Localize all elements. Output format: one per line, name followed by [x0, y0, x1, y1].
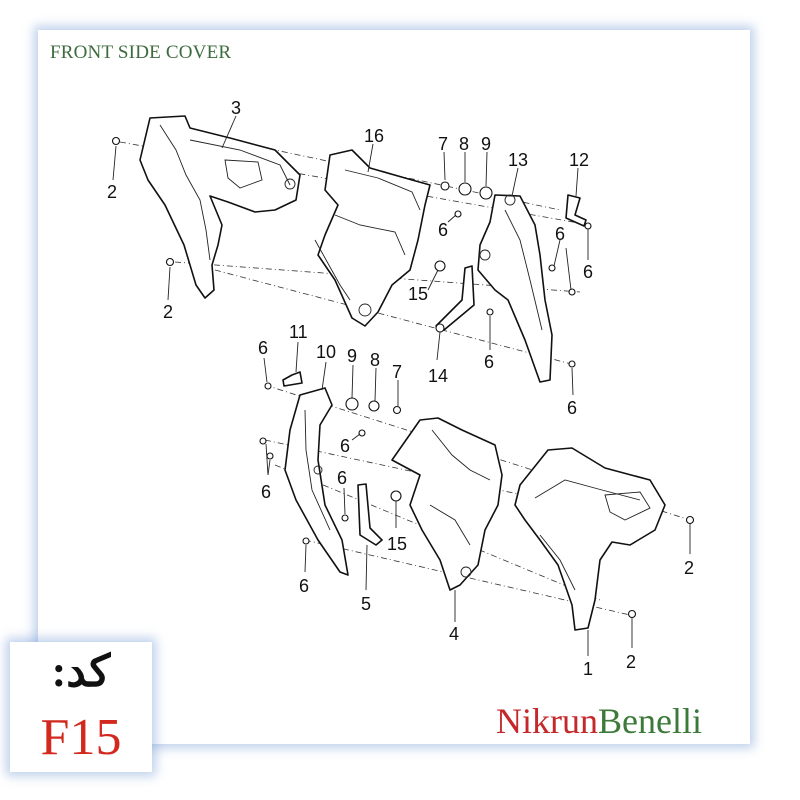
code-box: کد: F15 — [10, 642, 152, 772]
part-16-side-panel — [314, 149, 431, 327]
part-13-bracket — [477, 194, 553, 383]
part-4-side-panel — [391, 417, 503, 591]
callout-15: 15 — [408, 284, 428, 304]
callout-16: 16 — [364, 126, 384, 146]
callout-6: 6 — [583, 262, 593, 282]
callout-14: 14 — [428, 366, 448, 386]
callout-10: 10 — [316, 342, 336, 362]
code-label: کد: — [51, 647, 111, 696]
callout-2: 2 — [626, 652, 636, 672]
callout-6: 6 — [261, 482, 271, 502]
callout-6: 6 — [340, 436, 350, 456]
part-14-bracket — [435, 265, 475, 333]
callout-2: 2 — [163, 302, 173, 322]
callout-2: 2 — [107, 182, 117, 202]
code-value: F15 — [40, 709, 122, 766]
part-1-side-cover — [514, 447, 666, 631]
callout-12: 12 — [569, 150, 589, 170]
callout-9: 9 — [347, 346, 357, 366]
callout-7: 7 — [438, 134, 448, 154]
callout-6: 6 — [438, 220, 448, 240]
callout-15: 15 — [387, 534, 407, 554]
callout-7: 7 — [392, 362, 402, 382]
upper-washers — [434, 181, 493, 272]
callout-1: 1 — [583, 659, 593, 679]
callout-8: 8 — [459, 134, 469, 154]
callout-6: 6 — [258, 338, 268, 358]
lower-screws — [259, 382, 695, 619]
part-11-clip — [282, 371, 303, 387]
callout-13: 13 — [508, 150, 528, 170]
callout-labels: 3 2 2 16 7 8 9 13 12 6 6 6 15 14 6 6 6 1… — [107, 98, 694, 679]
part-12-clip — [565, 194, 587, 227]
leader-lines — [112, 115, 691, 656]
callout-8: 8 — [370, 350, 380, 370]
part-10-bracket — [284, 387, 349, 576]
callout-11: 11 — [289, 322, 308, 342]
brand-part-nikrun: Nikrun — [496, 701, 598, 741]
callout-6: 6 — [484, 352, 494, 372]
page-title: FRONT SIDE COVER — [50, 42, 232, 63]
brand-logo: NikrunBenelli — [496, 700, 702, 742]
lower-washers — [345, 397, 402, 502]
callout-6: 6 — [299, 576, 309, 596]
callout-6: 6 — [555, 224, 565, 244]
brand-part-benelli: Benelli — [598, 701, 702, 741]
callout-5: 5 — [361, 594, 371, 614]
callout-6: 6 — [567, 398, 577, 418]
callout-4: 4 — [449, 624, 459, 644]
callout-9: 9 — [481, 134, 491, 154]
part-3-side-cover — [139, 115, 301, 299]
callout-2: 2 — [684, 558, 694, 578]
callout-3: 3 — [231, 98, 241, 118]
callout-6: 6 — [337, 468, 347, 488]
part-5-bracket — [357, 483, 383, 546]
